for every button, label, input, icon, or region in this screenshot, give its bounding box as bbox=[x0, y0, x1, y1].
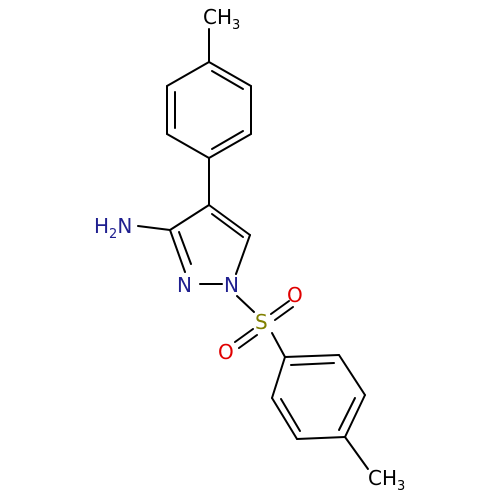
bond-bottom-ring-3 bbox=[344, 394, 366, 438]
bond-top-ring-inner-2 bbox=[211, 130, 244, 150]
label-methyl-top: CH3 bbox=[203, 5, 240, 33]
label-ring-n1: N bbox=[224, 273, 239, 297]
bond-top-ring-3 bbox=[208, 133, 252, 159]
bond-methyl-bottom bbox=[344, 436, 369, 470]
bond-n1-s bbox=[236, 295, 255, 313]
label-methyl-bottom: CH3 bbox=[368, 466, 405, 494]
bond-s-o-upper-b bbox=[274, 306, 294, 321]
label-amine: H2N bbox=[94, 214, 132, 242]
bond-s-o-upper-a bbox=[270, 300, 290, 315]
bond-s-o-lower-a bbox=[234, 328, 254, 343]
label-methyl-bottom-main: CH bbox=[368, 466, 397, 490]
label-amine-h: H bbox=[94, 214, 109, 238]
label-methyl-top-main: CH bbox=[203, 5, 232, 29]
bond-bottom-ring-inner-1 bbox=[290, 362, 335, 366]
bond-bottom-ring-5 bbox=[271, 397, 298, 440]
label-methyl-bottom-sub: 3 bbox=[397, 479, 405, 494]
bond-bottom-ring-2 bbox=[338, 354, 366, 396]
bond-n2-c3-inner bbox=[178, 231, 192, 265]
label-methyl-top-sub: 3 bbox=[232, 18, 240, 33]
bond-top-ring-inner-1 bbox=[211, 70, 244, 90]
label-amine-sub: 2 bbox=[109, 227, 117, 242]
label-sulfur: S bbox=[255, 310, 268, 334]
bond-bottom-ring-1 bbox=[284, 354, 340, 358]
label-ring-n2: N bbox=[177, 273, 192, 297]
bond-c3-amine bbox=[137, 225, 171, 231]
label-oxygen-upper: O bbox=[287, 283, 303, 307]
label-oxygen-lower: O bbox=[218, 340, 234, 364]
bond-c5-n1 bbox=[235, 234, 251, 275]
bond-n2-c3 bbox=[169, 229, 186, 273]
bond-top-ring-4 bbox=[166, 133, 210, 159]
bond-bottom-ring-6 bbox=[271, 356, 286, 399]
bond-c4-c5-inner bbox=[211, 213, 244, 238]
bond-s-o-lower-b bbox=[238, 334, 258, 349]
label-amine-n: N bbox=[117, 214, 132, 238]
bond-c4-c5 bbox=[208, 204, 251, 236]
bond-bottom-ring-4 bbox=[296, 436, 346, 440]
bond-top-ring-6 bbox=[166, 61, 210, 87]
bond-c3-c4 bbox=[169, 204, 210, 231]
bonds bbox=[137, 28, 369, 470]
bond-bottom-ring-inner-3 bbox=[280, 398, 301, 432]
bond-s-to-ring bbox=[271, 332, 286, 358]
bond-bottom-ring-inner-2 bbox=[338, 397, 356, 431]
bond-top-ring-1 bbox=[208, 61, 252, 87]
